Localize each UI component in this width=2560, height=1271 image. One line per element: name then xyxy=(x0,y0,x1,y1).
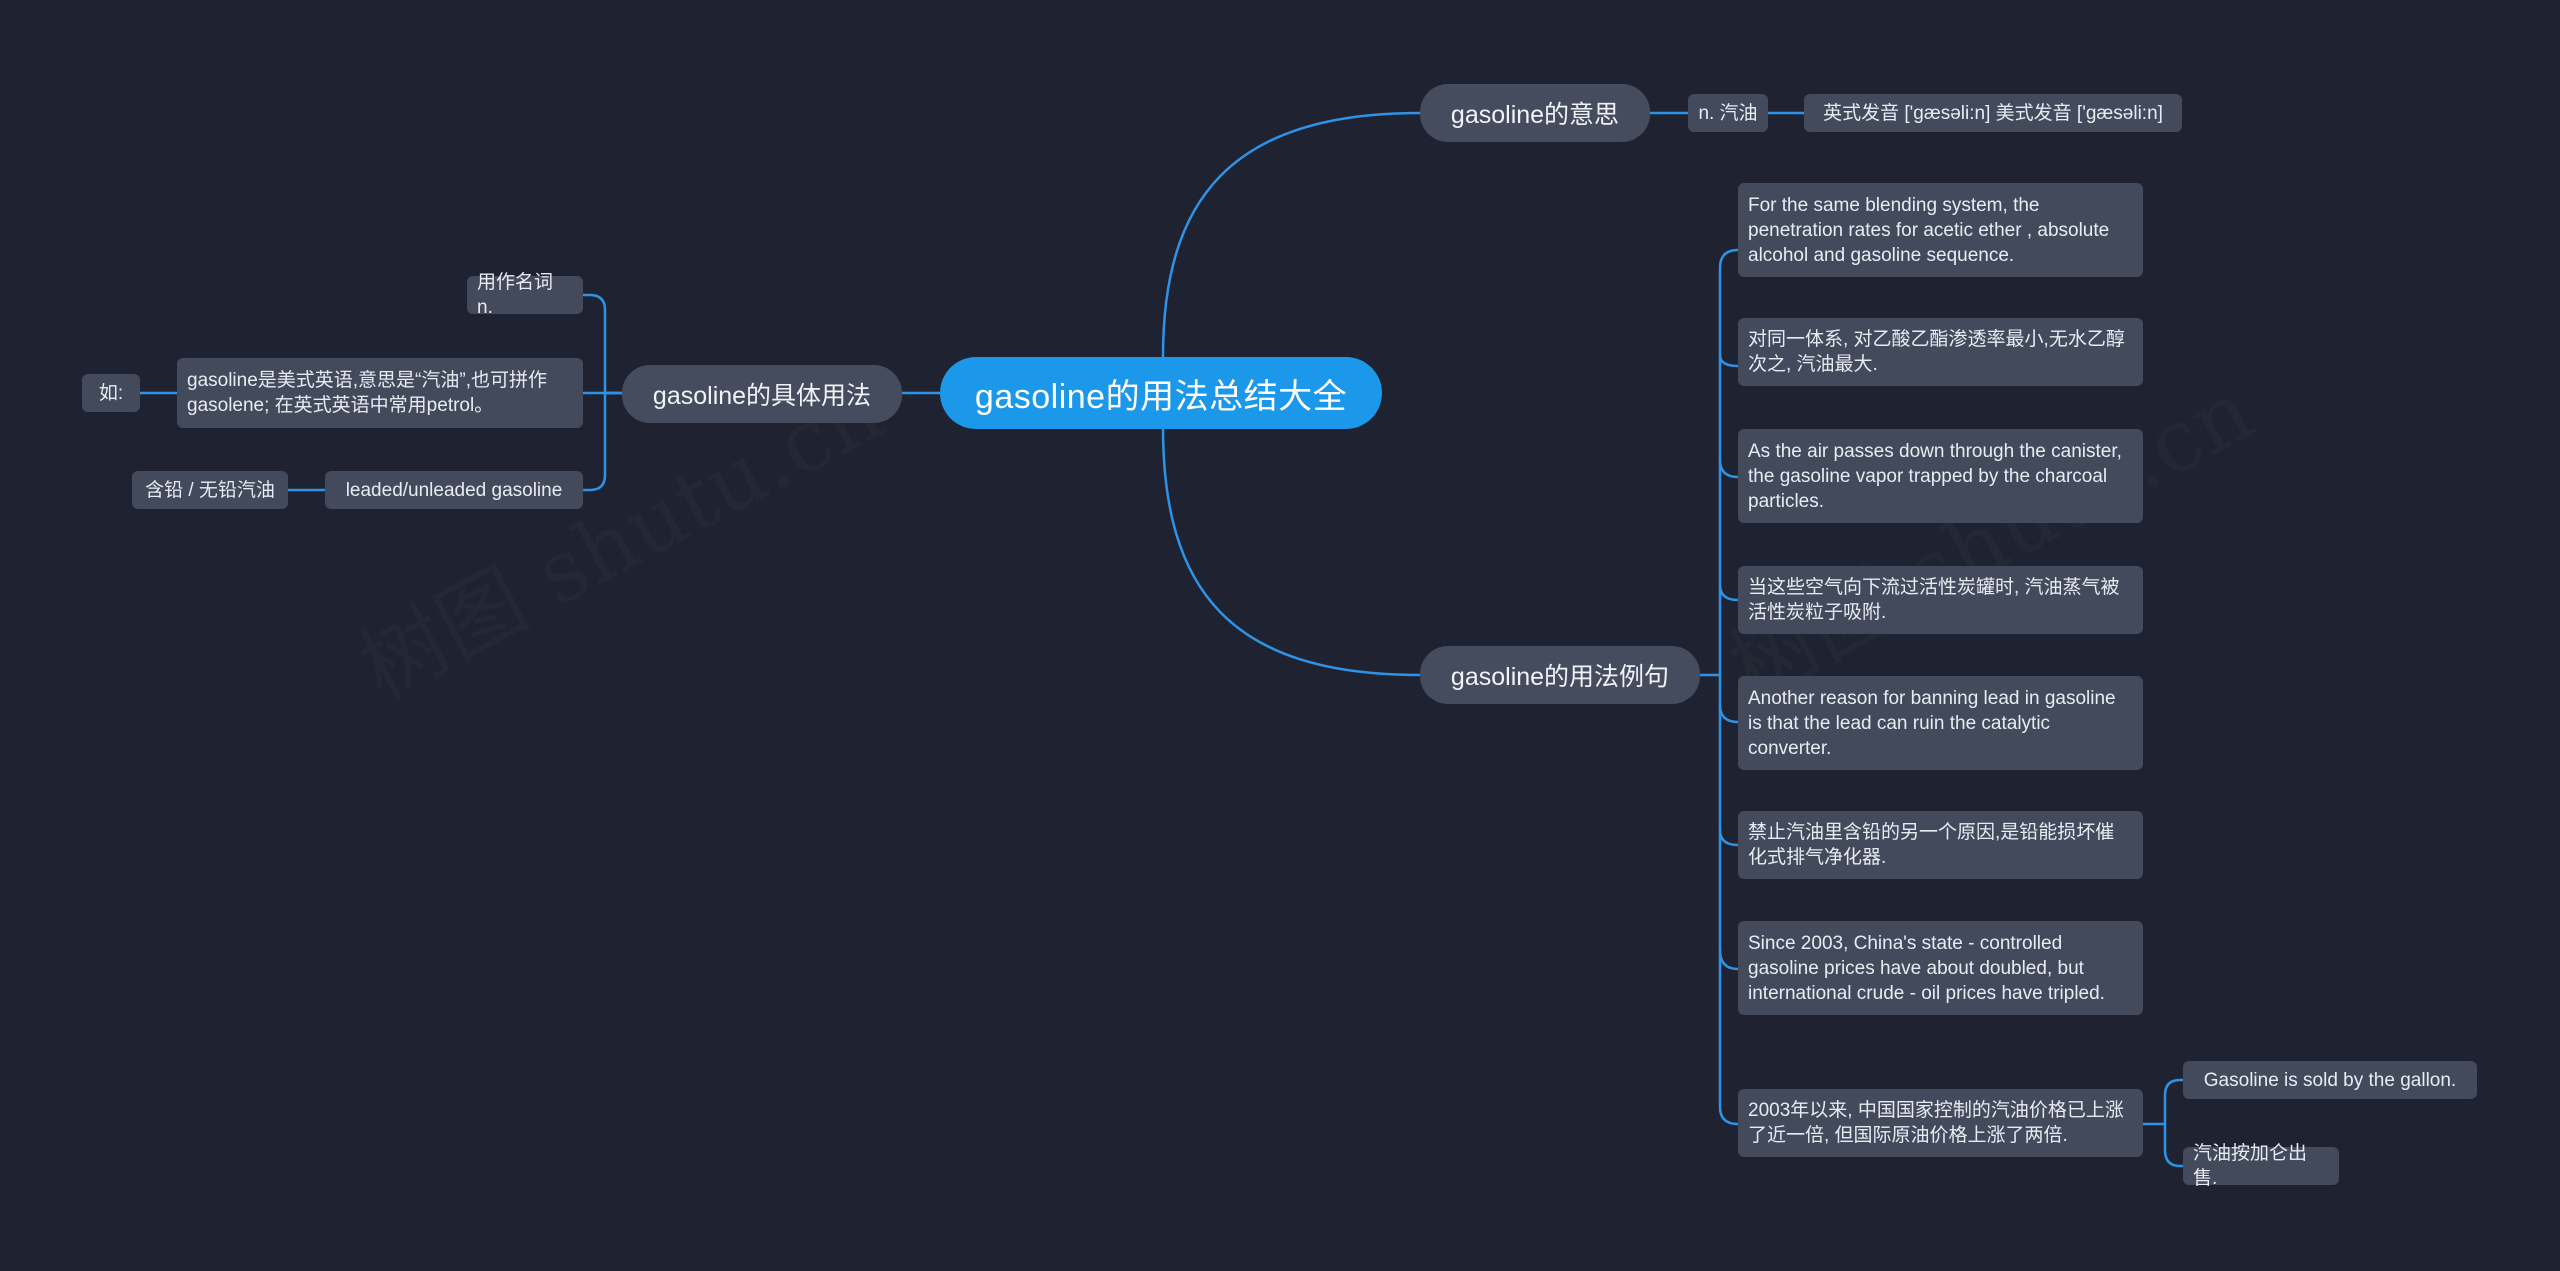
meaning-pos[interactable]: n. 汽油 xyxy=(1688,94,1768,132)
example-item[interactable]: 禁止汽油里含铅的另一个原因,是铅能损坏催化式排气净化器. xyxy=(1738,811,2143,879)
example-item[interactable]: 当这些空气向下流过活性炭罐时, 汽油蒸气被活性炭粒子吸附. xyxy=(1738,566,2143,634)
branch-usage[interactable]: gasoline的具体用法 xyxy=(622,365,902,423)
usage-phrase-cn[interactable]: 含铅 / 无铅汽油 xyxy=(132,471,288,509)
link-root-examples xyxy=(1161,426,1421,677)
link-root-meaning xyxy=(1161,111,1421,358)
example-item[interactable]: Since 2003, China's state - controlled g… xyxy=(1738,921,2143,1015)
sub-example-item[interactable]: Gasoline is sold by the gallon. xyxy=(2183,1061,2477,1099)
usage-phrase[interactable]: leaded/unleaded gasoline xyxy=(325,471,583,509)
link-usage-phrase xyxy=(583,391,622,492)
branch-examples[interactable]: gasoline的用法例句 xyxy=(1420,646,1700,704)
usage-as-noun[interactable]: 用作名词 n. xyxy=(467,272,583,318)
example-item[interactable]: Another reason for banning lead in gasol… xyxy=(1738,676,2143,770)
example-item[interactable]: As the air passes down through the canis… xyxy=(1738,429,2143,523)
root-node[interactable]: gasoline的用法总结大全 xyxy=(940,357,1382,429)
sub-example-item[interactable]: 汽油按加仑出售. xyxy=(2183,1143,2339,1189)
example-item[interactable]: 2003年以来, 中国国家控制的汽油价格已上涨了近一倍, 但国际原油价格上涨了两… xyxy=(1738,1089,2143,1157)
usage-note[interactable]: gasoline是美式英语,意思是“汽油”,也可拼作gasolene; 在英式英… xyxy=(177,358,583,428)
example-item[interactable]: 对同一体系, 对乙酸乙酯渗透率最小,无水乙醇次之, 汽油最大. xyxy=(1738,318,2143,386)
example-item[interactable]: For the same blending system, the penetr… xyxy=(1738,183,2143,277)
meaning-pronunciation[interactable]: 英式发音 ['gæsəli:n] 美式发音 ['gæsəli:n] xyxy=(1804,94,2182,132)
link-usage-noun xyxy=(583,293,622,395)
branch-meaning[interactable]: gasoline的意思 xyxy=(1420,84,1650,142)
usage-example-label[interactable]: 如: xyxy=(82,374,140,412)
